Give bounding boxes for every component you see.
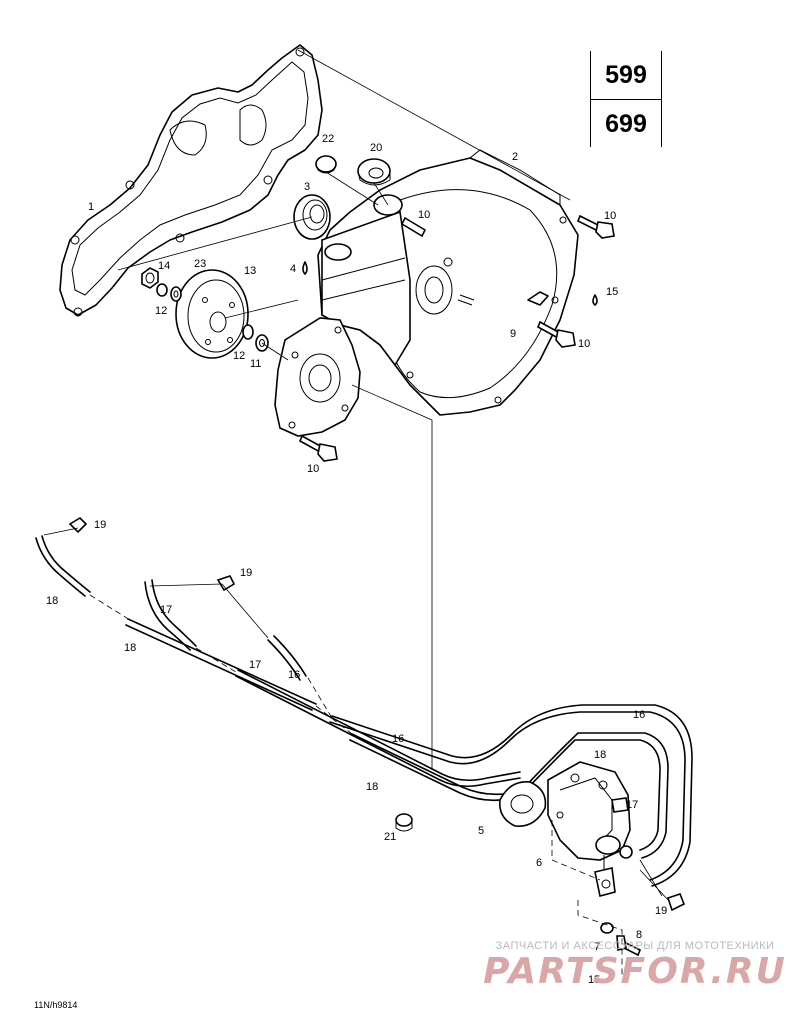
callout-17-c: 17 (626, 799, 638, 811)
part-12-washer-b (242, 324, 254, 340)
part-9-clip (527, 291, 549, 306)
part-4-drop (302, 261, 308, 275)
callout-10-b: 10 (578, 338, 590, 350)
callout-4: 4 (290, 263, 296, 275)
callout-17-a: 17 (160, 604, 172, 616)
part-8-axis (577, 900, 623, 975)
model-699: 699 (591, 99, 661, 148)
callout-21: 21 (384, 831, 396, 843)
part-6-oil-pump (547, 761, 633, 897)
part-14-nut (141, 267, 159, 289)
callout-16-b: 16 (392, 733, 404, 745)
callout-12-a: 12 (155, 305, 167, 317)
callout-14: 14 (158, 260, 170, 272)
callout-8: 8 (636, 929, 642, 941)
callout-15-a: 15 (606, 286, 618, 298)
callout-18-c: 18 (366, 781, 378, 793)
callout-16-a: 16 (288, 669, 300, 681)
part-2-housing (317, 149, 579, 416)
callout-5: 5 (478, 825, 484, 837)
callout-7: 7 (594, 941, 600, 953)
watermark: ЗАПЧАСТИ И АКСЕССУАРЫ ДЛЯ МОТОТЕХНИКИ PA… (480, 940, 790, 992)
callout-22: 22 (322, 133, 334, 145)
part-10-bolt-mid (536, 320, 576, 348)
callout-10-c: 10 (307, 463, 319, 475)
part-19-clamp-top (68, 516, 88, 534)
callout-13: 13 (244, 265, 256, 277)
part-22-cap (315, 155, 337, 174)
part-7-washer (600, 922, 614, 934)
callout-11: 11 (250, 358, 261, 370)
callout-17-b: 17 (249, 659, 261, 671)
callout-15-b: 15 (588, 974, 600, 986)
part-23-spring-washer (170, 286, 182, 302)
part-10-bolt-top (576, 214, 615, 239)
part-10-bolt-inner (400, 216, 427, 238)
callout-1: 1 (88, 201, 94, 213)
callout-20: 20 (370, 142, 382, 154)
part-8-bolt (616, 935, 642, 957)
part-21-fitting (395, 813, 413, 832)
callout-18-b: 18 (124, 642, 136, 654)
callout-10-d: 10 (418, 209, 430, 221)
callout-10-a: 10 (604, 210, 616, 222)
callout-2: 2 (512, 151, 518, 163)
callout-12-b: 12 (233, 350, 245, 362)
part-13-gear (175, 269, 249, 359)
callout-9: 9 (510, 328, 516, 340)
part-20-cap (357, 158, 391, 186)
callout-16-c: 16 (633, 709, 645, 721)
diagram-code: 11N/h9814 (34, 1000, 78, 1010)
part-5-gasket (498, 781, 547, 827)
part-19-clamp-mid (216, 575, 236, 592)
part-1-gasket (59, 44, 323, 317)
callout-23: 23 (194, 258, 206, 270)
part-15-drop (592, 294, 598, 306)
callout-labels: 1 2 3 4 5 6 7 8 9 10 10 10 10 11 12 12 1… (46, 133, 667, 986)
callout-6: 6 (536, 857, 542, 869)
oil-lines (35, 535, 693, 887)
callout-18-d: 18 (594, 749, 606, 761)
callout-18-a: 18 (46, 595, 58, 607)
watermark-subtitle: ЗАПЧАСТИ И АКСЕССУАРЫ ДЛЯ МОТОТЕХНИКИ (495, 940, 775, 952)
part-12-washer-a (156, 283, 168, 297)
part-10-bolt-bottom (298, 434, 338, 462)
callout-19-b: 19 (240, 567, 252, 579)
model-table: 599 699 (590, 51, 662, 147)
model-599: 599 (605, 60, 647, 89)
callout-3: 3 (304, 181, 310, 193)
part-19-clamp-bottom (666, 893, 686, 912)
callout-19-c: 19 (655, 905, 667, 917)
watermark-brand: PARTSFOR.RU (483, 951, 787, 992)
callout-19-a: 19 (94, 519, 106, 531)
cover-plate (274, 317, 361, 437)
